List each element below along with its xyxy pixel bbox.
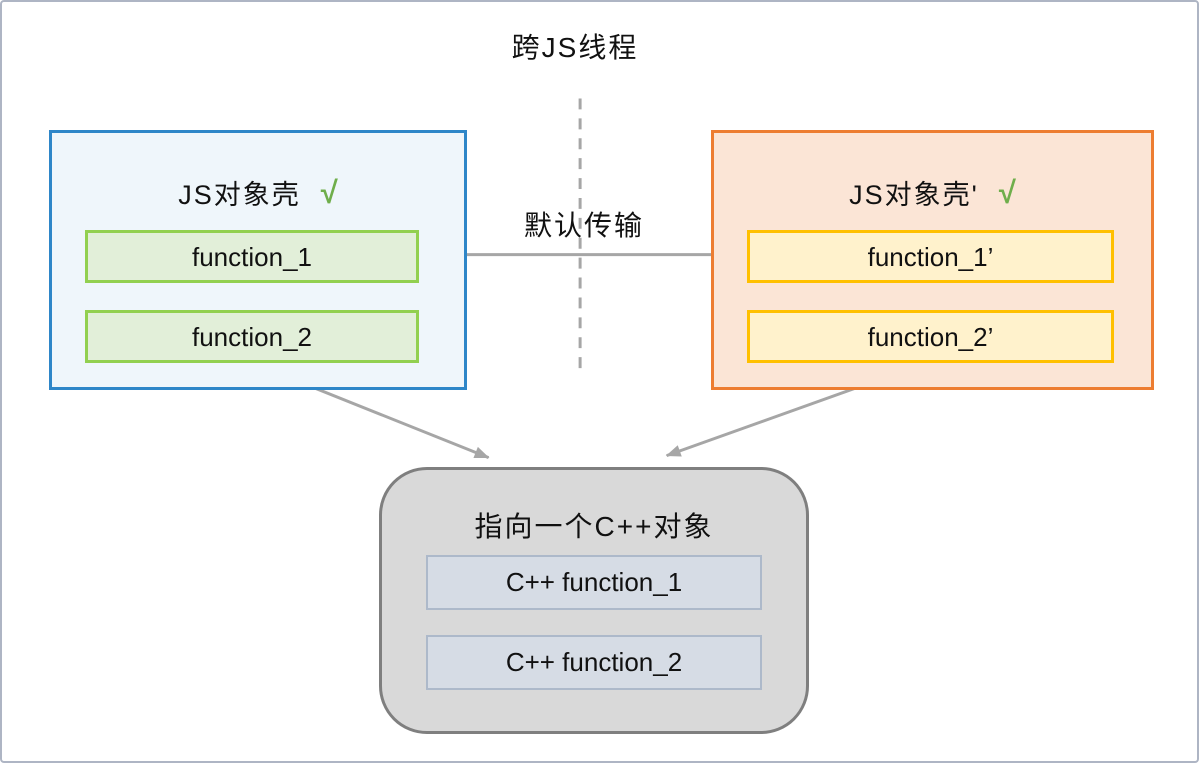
transfer-label: 默认传输 [523,210,645,241]
cpp-object-box: 指向一个C++对象 C++ function_1 C++ function_2 [379,467,809,734]
check-icon: √ [998,174,1016,210]
function-item-1-prime: function_1’ [747,230,1114,283]
cpp-box-title: 指向一个C++对象 [474,511,714,542]
left-box-title: JS对象壳 [178,180,301,210]
function-item-1: function_1 [85,230,419,283]
diagram-title: 跨JS线程 [511,32,639,63]
cpp-function-item-2: C++ function_2 [426,635,762,690]
cpp-function-item-1: C++ function_1 [426,555,762,610]
right-box-title-row: JS对象壳' √ [714,173,1151,212]
js-shell-left-box: JS对象壳 √ function_1 function_2 [49,130,467,390]
function-item-2-prime: function_2’ [747,310,1114,363]
check-icon: √ [320,174,338,210]
js-shell-right-box: JS对象壳' √ function_1’ function_2’ [711,130,1154,390]
right-box-title: JS对象壳' [849,180,979,210]
function-item-2: function_2 [85,310,419,363]
left-box-title-row: JS对象壳 √ [52,173,464,212]
